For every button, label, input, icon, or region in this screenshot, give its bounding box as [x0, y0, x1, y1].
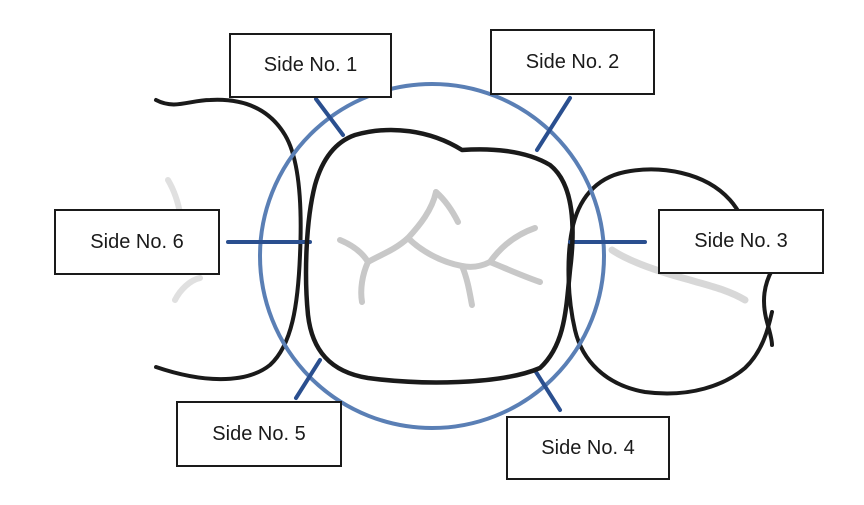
central-tooth — [303, 127, 575, 385]
side-4-label: Side No. 4 — [506, 416, 670, 480]
central-tooth-fissures — [337, 189, 543, 308]
left-neighbor-tooth — [154, 97, 303, 382]
right-neighbor-fissure — [608, 246, 749, 304]
side-1-label: Side No. 1 — [229, 33, 392, 98]
side-2-label: Side No. 2 — [490, 29, 655, 95]
right-neighbor-notch — [762, 268, 774, 347]
side-6-label: Side No. 6 — [54, 209, 220, 275]
tick-side-1 — [314, 97, 345, 137]
tick-side-2 — [535, 96, 572, 152]
tick-side-4 — [534, 370, 562, 412]
blue-ring — [258, 82, 606, 430]
tick-side-5 — [294, 358, 322, 400]
right-neighbor-tooth — [566, 167, 774, 396]
side-5-label: Side No. 5 — [176, 401, 342, 467]
radial-ticks — [226, 96, 647, 412]
side-3-label: Side No. 3 — [658, 209, 824, 274]
